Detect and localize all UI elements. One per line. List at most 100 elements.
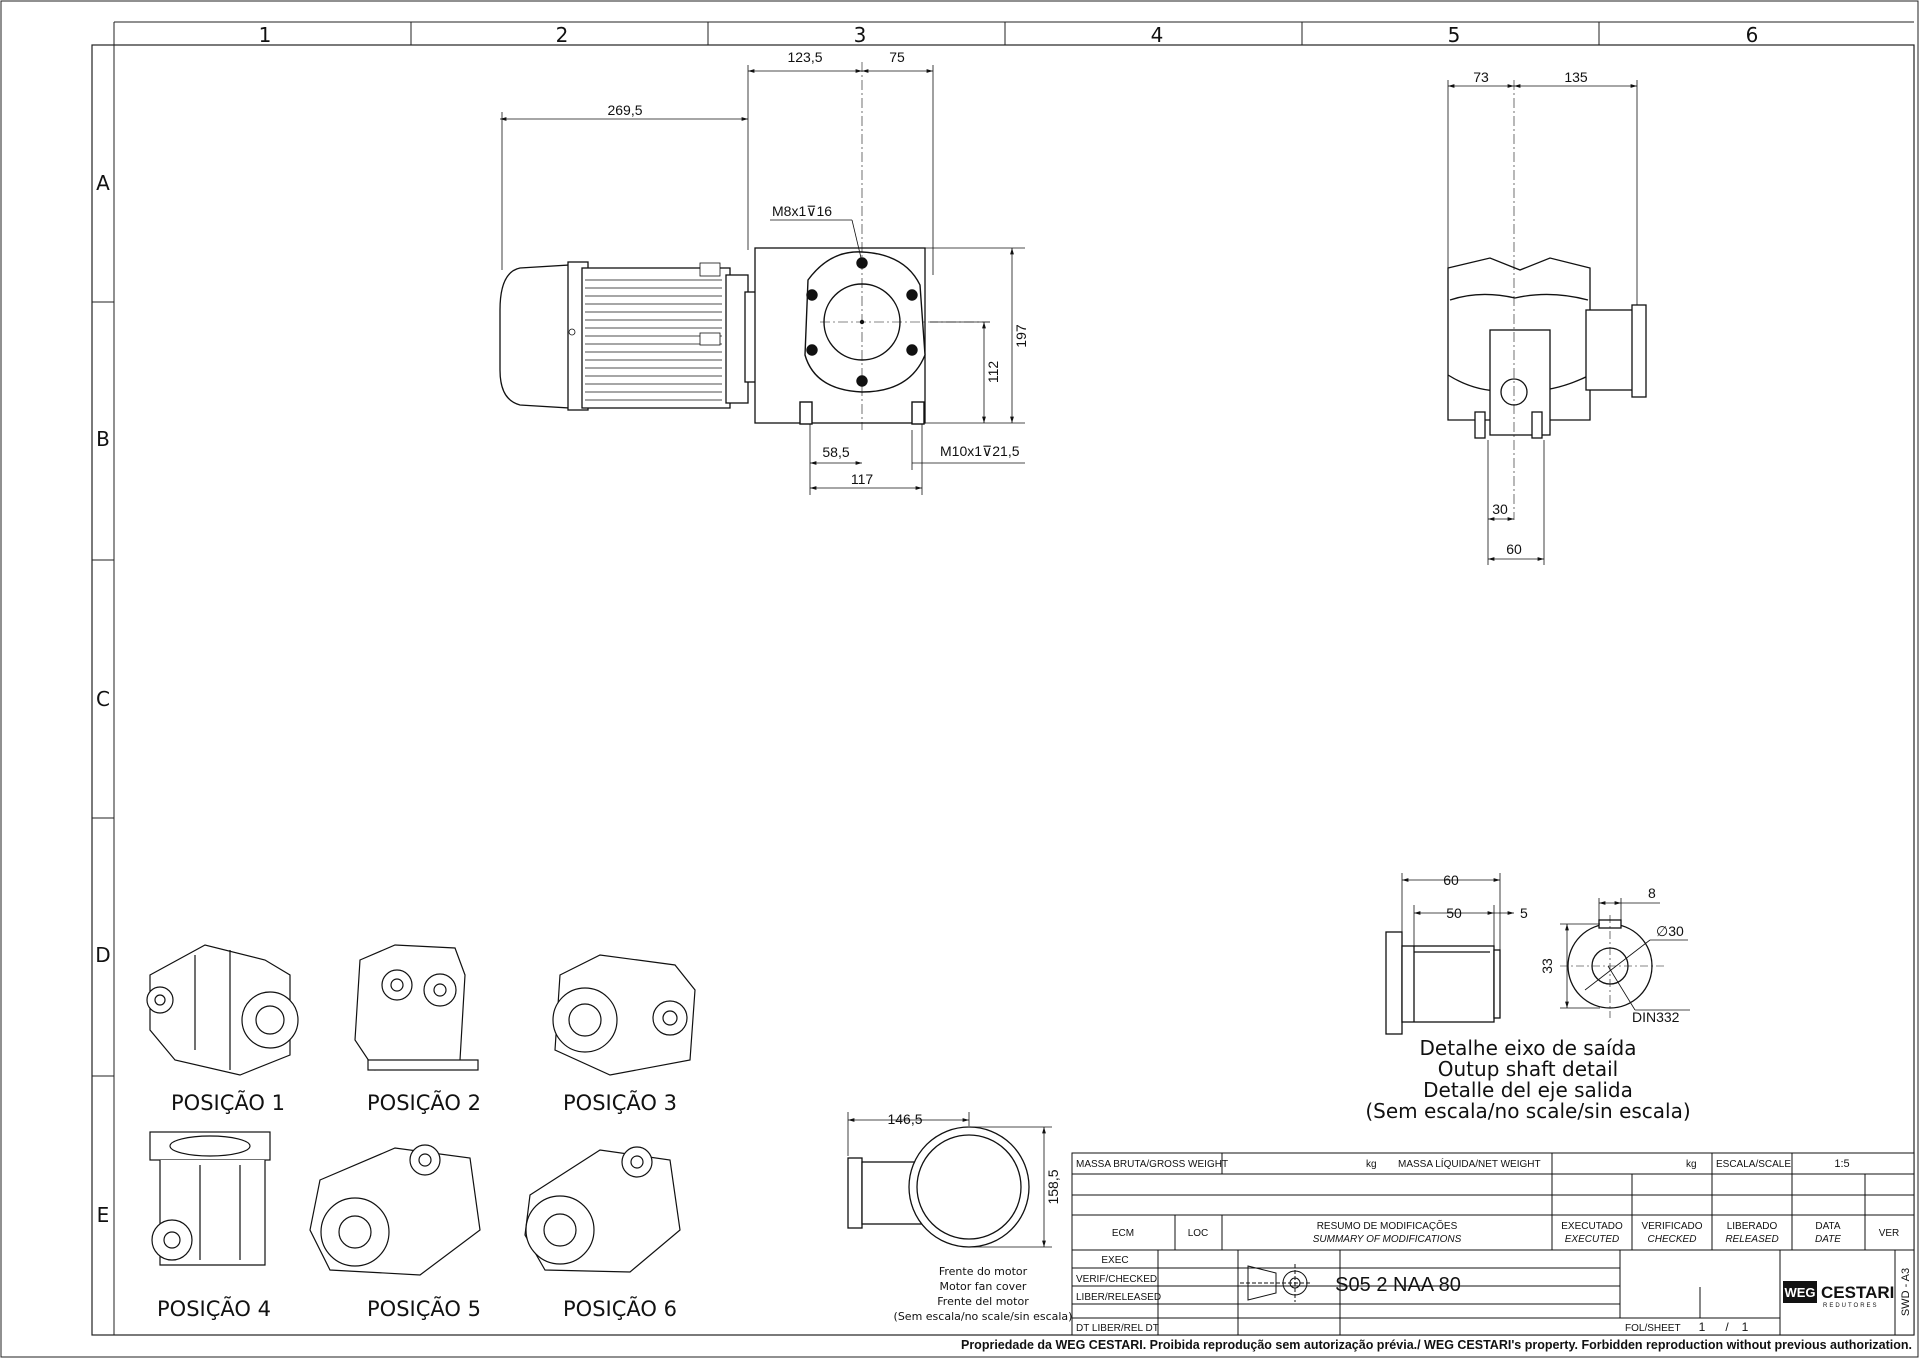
grid-row-b: B [96,427,110,451]
grid-col-1: 1 [259,23,272,47]
cover-caption-scale: (Sem escala/no scale/sin escala) [894,1310,1073,1323]
tb-sheet-no: 1 [1699,1320,1706,1334]
dim-75: 75 [889,49,905,65]
dim-58-5: 58,5 [822,444,849,460]
cover-dim-158-5: 158,5 [1045,1169,1061,1204]
position-labels: POSIÇÃO 1 POSIÇÃO 2 POSIÇÃO 3 POSIÇÃO 4 … [157,1089,677,1321]
dim-60: 60 [1506,541,1522,557]
position-5-sketch [309,1144,481,1276]
tb-scale-label: ESCALA/SCALE [1716,1159,1791,1170]
cover-caption-pt: Frente do motor [939,1265,1028,1278]
tb-sheet-sep: / [1725,1320,1729,1334]
position-4-label: POSIÇÃO 4 [157,1295,271,1321]
motor-fins [568,262,722,401]
logo-cestari-text: CESTARI [1821,1283,1894,1302]
tb-summary-pt: RESUMO DE MODIFICAÇÕES [1317,1219,1458,1232]
projection-symbol [1240,1264,1312,1302]
tb-dt-liber: DT LIBER/REL DT [1076,1323,1159,1334]
position-2-label: POSIÇÃO 2 [367,1089,481,1115]
grid-row-c: C [96,687,110,711]
logo-weg-text: WEG [1784,1285,1815,1300]
position-1-label: POSIÇÃO 1 [171,1089,285,1115]
position-4-sketch [149,1131,271,1266]
mounting-positions [146,944,696,1276]
position-2-sketch [354,944,479,1071]
tb-net-weight: MASSA LÍQUIDA/NET WEIGHT [1398,1157,1541,1170]
tb-date-pt: DATA [1815,1221,1841,1232]
grid-col-5: 5 [1448,23,1461,47]
shaft-dim-dia30: ∅30 [1656,923,1684,939]
front-view-centerlines [820,62,990,430]
position-6-label: POSIÇÃO 6 [563,1295,677,1321]
grid-col-6: 6 [1746,23,1759,47]
note-m10-thread: M10x1⊽21,5 [940,443,1020,459]
front-view-dimension-lines [500,65,1025,495]
tb-part-number: S05 2 NAA 80 [1335,1274,1461,1296]
cover-caption-es: Frente del motor [937,1295,1029,1308]
tb-checked-pt: VERIFICADO [1641,1221,1702,1232]
weg-cestari-logo: WEG CESTARI REDUTORES [1783,1281,1894,1309]
shaft-dim-60: 60 [1443,872,1459,888]
dim-123-5: 123,5 [787,49,822,65]
dim-30: 30 [1492,501,1508,517]
shaft-caption-es: Detalle del eje salida [1423,1078,1633,1102]
tb-loc: LOC [1188,1228,1209,1239]
shaft-note-din332: DIN332 [1632,1009,1680,1025]
position-6-sketch [524,1146,681,1273]
tb-executed-en: EXECUTED [1565,1234,1619,1245]
tb-gross-weight: MASSA BRUTA/GROSS WEIGHT [1076,1159,1228,1170]
tb-verif: VERIF/CHECKED [1076,1274,1157,1285]
dim-269-5: 269,5 [607,102,642,118]
tb-liber: LIBER/RELEASED [1076,1292,1161,1303]
tb-sheet-label: FOL/SHEET [1625,1323,1681,1334]
cover-dim-146-5: 146,5 [887,1111,922,1127]
tb-kg-1: kg [1366,1159,1377,1170]
shaft-detail: 60 50 5 33 8 ∅30 DIN332 Detalhe eixo de … [1365,872,1690,1123]
shaft-dim-33: 33 [1539,958,1555,974]
grid-row-d: D [95,943,110,967]
position-3-label: POSIÇÃO 3 [563,1089,677,1115]
grid-row-a: A [96,171,110,195]
dim-117: 117 [851,471,874,487]
tb-executed-pt: EXECUTADO [1561,1221,1623,1232]
title-block: MASSA BRUTA/GROSS WEIGHT kg MASSA LÍQUID… [1071,1152,1915,1336]
shaft-caption-pt: Detalhe eixo de saída [1420,1036,1637,1060]
tb-sheet-total: 1 [1742,1320,1749,1334]
dim-197: 197 [1013,324,1029,348]
copyright-footer: Propriedade da WEG CESTARI. Proibida rep… [960,1338,1912,1352]
shaft-caption-scale: (Sem escala/no scale/sin escala) [1365,1099,1690,1123]
logo-sub-text: REDUTORES [1823,1303,1879,1309]
dim-135: 135 [1564,69,1588,85]
tb-exec: EXEC [1101,1255,1128,1266]
shaft-dim-50: 50 [1446,905,1462,921]
grid-labels: 1 2 3 4 5 6 A B C D E [95,23,1758,1227]
note-m8-thread: M8x1⊽16 [772,203,832,219]
tb-released-pt: LIBERADO [1727,1221,1778,1232]
cover-caption-en: Motor fan cover [940,1280,1027,1293]
front-view: 269,5 123,5 75 197 112 58,5 117 M8x1⊽16 … [499,49,1029,495]
shaft-caption-en: Outup shaft detail [1438,1057,1618,1081]
shaft-dim-5: 5 [1520,905,1528,921]
tb-released-en: RELEASED [1725,1234,1778,1245]
dim-112: 112 [985,361,1001,384]
grid-col-2: 2 [556,23,569,47]
grid-col-4: 4 [1151,23,1164,47]
shaft-dim-8: 8 [1648,885,1656,901]
tb-format: SWD - A3 [1900,1268,1912,1316]
tb-ver: VER [1879,1228,1900,1239]
position-1-sketch [146,944,299,1076]
tb-ecm: ECM [1112,1228,1134,1239]
position-3-sketch [552,954,696,1076]
tb-kg-2: kg [1686,1159,1697,1170]
tb-scale-value: 1:5 [1834,1158,1849,1170]
tb-summary-en: SUMMARY OF MODIFICATIONS [1313,1234,1462,1245]
front-view-dims: 269,5 123,5 75 197 112 58,5 117 M8x1⊽16 … [607,49,1029,487]
motor-cover-view: 146,5 158,5 Frente do motor Motor fan co… [847,1111,1073,1323]
dim-73: 73 [1473,69,1489,85]
tb-checked-en: CHECKED [1648,1234,1697,1245]
grid-row-e: E [97,1203,110,1227]
tb-date-en: DATE [1815,1234,1841,1245]
position-5-label: POSIÇÃO 5 [367,1295,481,1321]
